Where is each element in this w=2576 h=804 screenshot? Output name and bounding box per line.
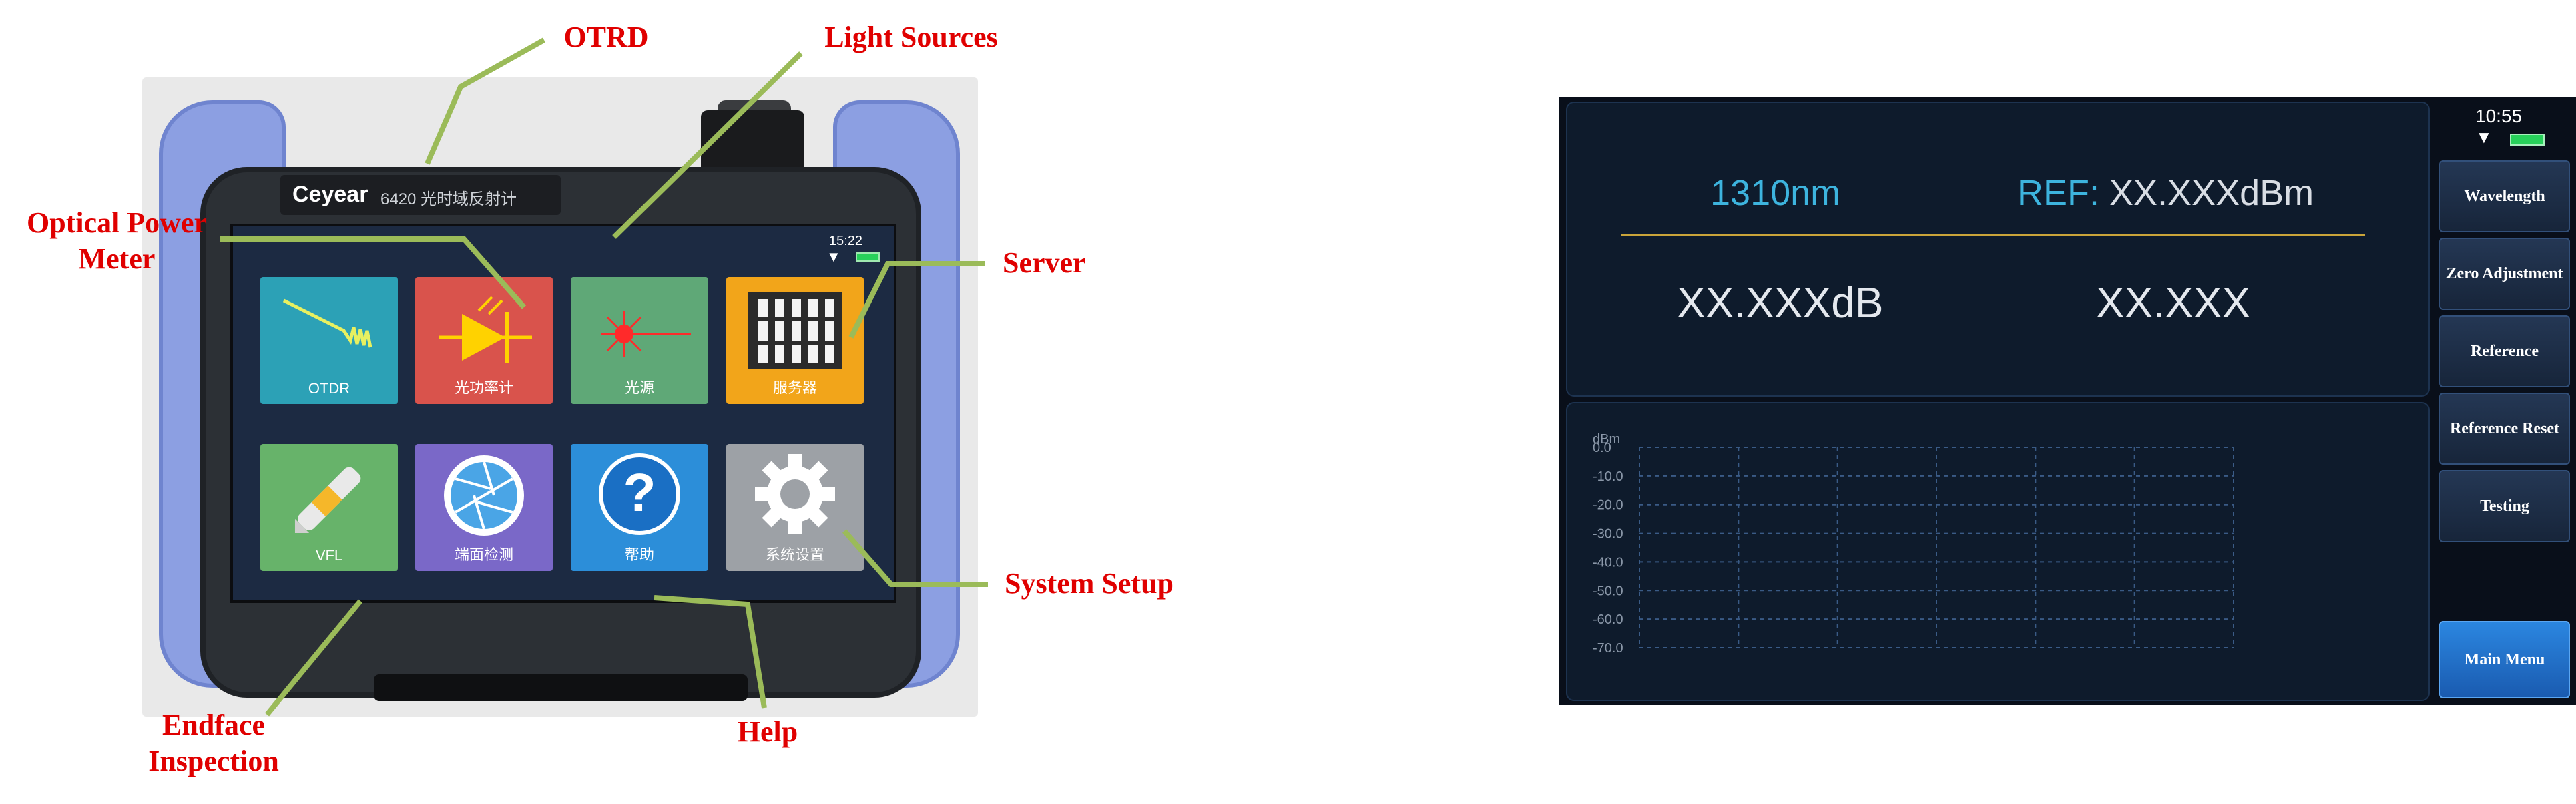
annotation-system-setup: System Setup: [1005, 567, 1174, 600]
battery-icon: [856, 252, 880, 262]
tile-server-label: 服务器: [772, 379, 817, 396]
reference-reset-button[interactable]: Reference Reset: [2439, 393, 2570, 465]
annotation-endface-line1: Endface: [162, 709, 265, 741]
tile-optical-power-meter[interactable]: 光功率计: [415, 277, 553, 404]
chart-y-tick-label: -20.0: [1593, 498, 1623, 513]
chart-y-tick-label: -60.0: [1593, 612, 1623, 627]
annotation-otrd: OTRD: [563, 21, 649, 53]
reference-value: XX.XXXdBm: [2109, 173, 2314, 213]
tile-system-setup-label: 系统设置: [765, 546, 824, 563]
brand-bar: [280, 175, 561, 215]
tile-otdr-label: OTDR: [308, 380, 350, 397]
tile-vfl-label: VFL: [315, 547, 343, 564]
fiber-connector-port: [701, 110, 804, 174]
tile-light-source-label: 光源: [624, 379, 654, 396]
reference-button[interactable]: Reference: [2439, 315, 2570, 387]
server-rack-icon: [748, 292, 842, 369]
readout-divider: [1621, 234, 2365, 236]
tile-system-setup[interactable]: 系统设置: [726, 444, 864, 571]
camera-aperture-icon: [444, 455, 524, 536]
optical-power-meter-icon: [439, 296, 532, 363]
tile-endface-inspection[interactable]: 端面检测: [415, 444, 553, 571]
tile-endface-inspection-label: 端面检测: [454, 546, 513, 563]
visual-fault-locator-pen-icon: [294, 467, 361, 534]
annotation-light-sources: Light Sources: [824, 21, 998, 53]
brand-logo: Ceyear: [292, 182, 368, 207]
leader-server: [848, 261, 985, 339]
annotation-optical-power-meter-line2: Meter: [78, 242, 156, 275]
leader-endface: [264, 599, 363, 717]
wifi-icon: ▼: [826, 248, 841, 265]
annotation-server: Server: [1003, 246, 1086, 279]
main-menu-button[interactable]: Main Menu: [2439, 621, 2570, 698]
tile-server[interactable]: 服务器: [726, 277, 864, 404]
annotation-help: Help: [737, 715, 798, 748]
battery-icon: [2510, 134, 2545, 146]
chart-y-tick-label: -30.0: [1593, 527, 1623, 542]
tile-help-label: 帮助: [624, 546, 654, 563]
leader-optical-power-meter: [220, 236, 526, 309]
tile-otdr[interactable]: OTDR: [260, 277, 398, 404]
device-bottom-slot: [374, 674, 748, 701]
readout-panel: [1566, 102, 2430, 397]
otdr-trace-icon: [282, 298, 372, 348]
chart-y-tick-label: -40.0: [1593, 555, 1623, 570]
ratio-readout: XX.XXX: [2096, 278, 2251, 327]
zero-adjustment-button[interactable]: Zero Adjustment: [2439, 238, 2570, 310]
tile-light-source[interactable]: 光源: [571, 277, 708, 404]
testing-button[interactable]: Testing: [2439, 470, 2570, 542]
wavelength-readout: 1310nm: [1710, 173, 1841, 213]
tile-help[interactable]: ? 帮助: [571, 444, 708, 571]
question-mark-icon: ?: [599, 453, 680, 535]
leader-help: [654, 595, 767, 709]
annotation-optical-power-meter-line1: Optical Power: [26, 206, 208, 239]
wavelength-button[interactable]: Wavelength: [2439, 160, 2570, 232]
svg-text:?: ?: [623, 463, 656, 522]
leader-otrd: [425, 37, 545, 165]
leader-system-setup: [842, 529, 988, 587]
chart-y-tick-label: -50.0: [1593, 584, 1623, 598]
status-time: 10:55: [2475, 106, 2523, 126]
chart-panel: [1566, 402, 2430, 701]
relative-power-readout: XX.XXXdB: [1677, 278, 1884, 327]
chart-y-unit-label: dBm: [1593, 432, 1620, 447]
device-model-label: 6420 光时域反射计: [380, 190, 517, 208]
gear-icon: [755, 454, 835, 534]
laser-light-source-icon: [601, 311, 691, 357]
leader-light-sources: [612, 51, 803, 239]
chart-y-tick-label: -70.0: [1593, 641, 1623, 656]
reference-label: REF:: [2017, 173, 2100, 213]
wifi-icon: ▼: [2475, 127, 2493, 147]
chart-y-tick-label: -10.0: [1593, 469, 1623, 484]
tile-vfl[interactable]: VFL: [260, 444, 398, 571]
device-status-time: 15:22: [829, 234, 863, 248]
chart-y-tick-label: 0.0: [1593, 441, 1611, 455]
annotation-endface-line2: Inspection: [148, 745, 279, 777]
tile-optical-power-meter-label: 光功率计: [454, 379, 513, 396]
